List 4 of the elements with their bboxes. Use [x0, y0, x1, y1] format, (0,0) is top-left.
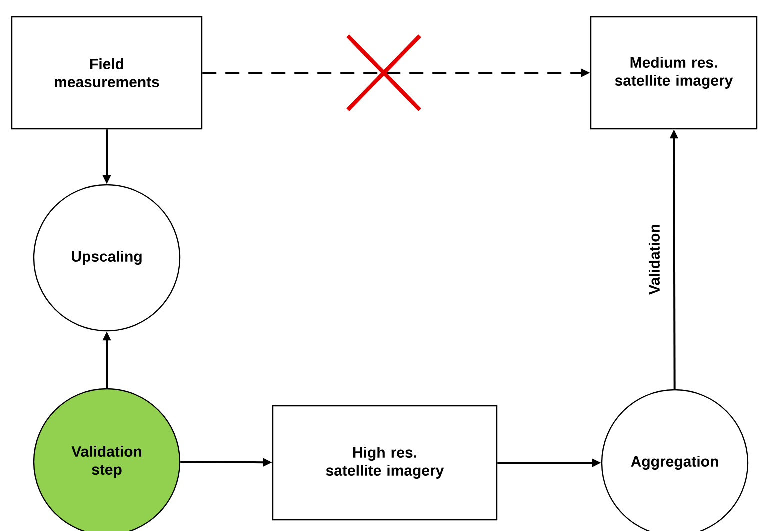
process-box: Medium res. satellite imagery [590, 16, 758, 130]
edge-label: Validation [648, 223, 661, 296]
process-box: High res. satellite imagery [272, 405, 498, 521]
process-box: Field measurements [11, 16, 203, 130]
